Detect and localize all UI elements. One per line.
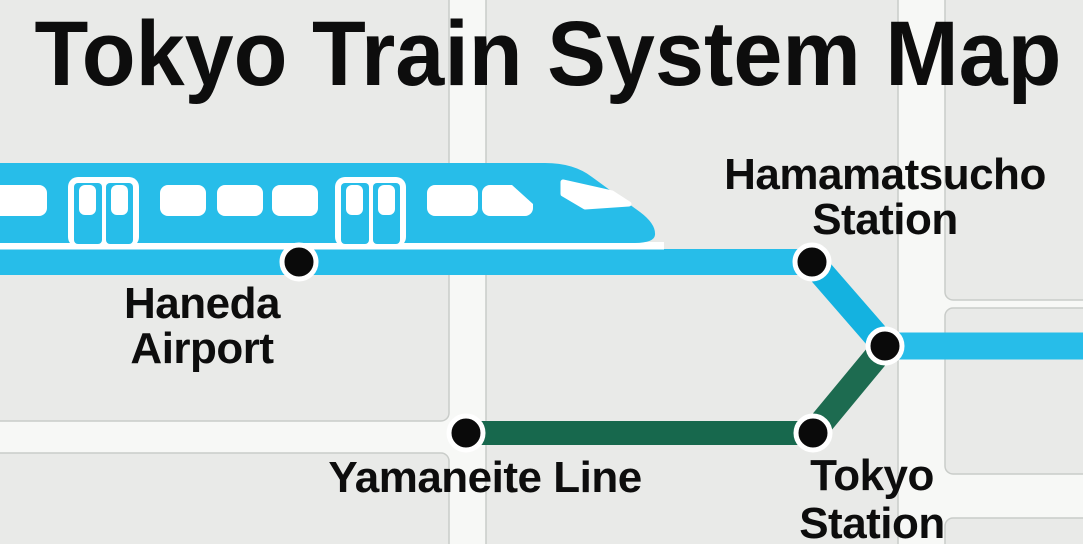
train-windows bbox=[0, 179, 632, 216]
train-window bbox=[160, 185, 206, 216]
train-window bbox=[217, 185, 263, 216]
train-door-window bbox=[346, 185, 363, 215]
station-dot-junction[interactable] bbox=[865, 326, 905, 366]
city-block bbox=[0, 452, 450, 544]
station-dot-hamamatsucho[interactable] bbox=[792, 242, 832, 282]
station-label-tokyo-line1: Tokyo bbox=[810, 451, 934, 500]
station-label-tokyo-line2: Station bbox=[799, 499, 945, 544]
train-window bbox=[272, 185, 318, 216]
train-door-pair bbox=[68, 177, 139, 247]
station-label-hamamatsucho-line1: Hamamatsucho bbox=[724, 150, 1046, 199]
train-door-windows bbox=[346, 185, 395, 215]
train-window bbox=[427, 185, 478, 216]
train-window-clipped bbox=[482, 185, 533, 216]
line-label-yamaneite: Yamaneite Line bbox=[328, 453, 641, 502]
station-dot-yamaneite-terminus[interactable] bbox=[446, 413, 486, 453]
station-label-haneda-line2: Airport bbox=[130, 324, 274, 373]
station-dot-haneda[interactable] bbox=[279, 242, 319, 282]
train-door-window bbox=[79, 185, 96, 215]
train-door-window bbox=[111, 185, 128, 215]
train-door-pair bbox=[335, 177, 406, 247]
train-illustration bbox=[0, 163, 656, 247]
station-label-haneda-line1: Haneda bbox=[124, 279, 281, 328]
train-window bbox=[0, 185, 47, 216]
station-dot-tokyo[interactable] bbox=[793, 413, 833, 453]
train-track-gap bbox=[0, 242, 664, 250]
map-title: Tokyo Train System Map bbox=[35, 3, 1062, 105]
city-block bbox=[944, 517, 1083, 544]
city-block bbox=[944, 0, 1083, 301]
train-body bbox=[0, 163, 656, 243]
train-windshield bbox=[560, 179, 632, 210]
station-dots bbox=[279, 242, 905, 453]
train-door-windows bbox=[79, 185, 128, 215]
station-label-hamamatsucho-line2: Station bbox=[812, 195, 958, 244]
train-door-window bbox=[378, 185, 395, 215]
